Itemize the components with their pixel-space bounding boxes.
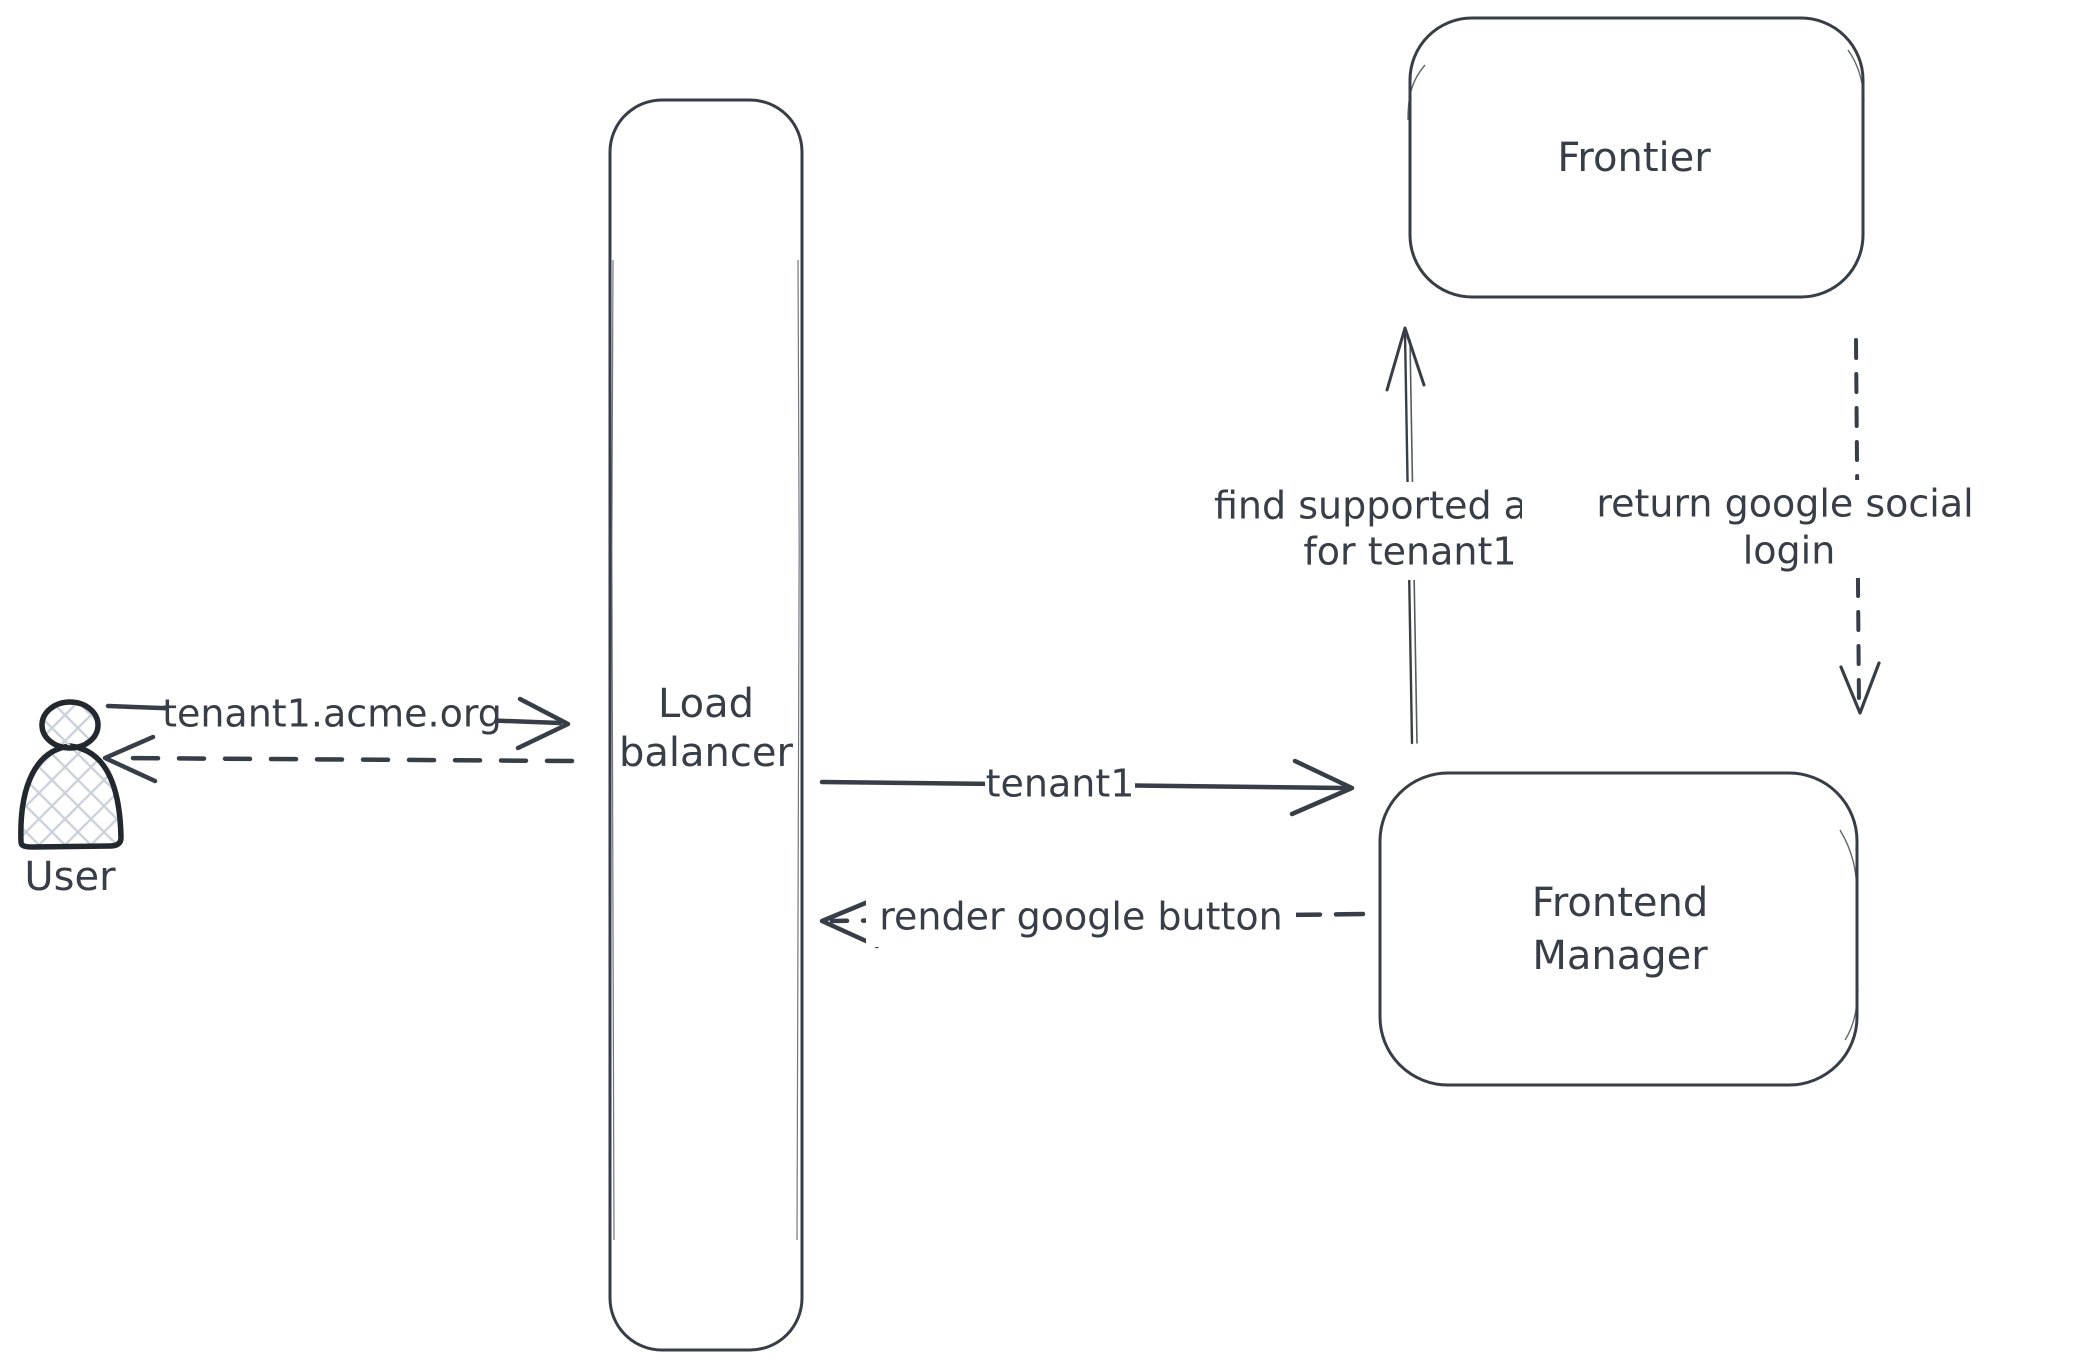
edge-fm-to-frontier-arrowhead-icon	[1385, 326, 1426, 392]
node-load-balancer[interactable]: Load balancer	[608, 98, 804, 1352]
edge-frontier-to-fm-label-line2: login	[1743, 529, 1836, 573]
edge-lb-to-fm-arrowhead-icon	[1289, 758, 1355, 817]
edge-fm-to-lb-arrowhead-icon	[819, 894, 883, 949]
edge-user-to-lb-label-bg	[166, 686, 498, 744]
user-head-icon	[39, 699, 101, 751]
frontend-manager-label-line1: Frontend	[1532, 880, 1709, 926]
edge-frontend-manager-to-load-balancer[interactable]: render google button	[819, 889, 1366, 949]
edge-frontier-to-fm-label-bg	[1522, 480, 2048, 578]
frontend-manager-sketch-stroke	[1844, 989, 1859, 1041]
edge-lb-to-user-arrowhead-icon	[102, 734, 158, 784]
edge-load-balancer-to-frontend-manager[interactable]: tenant1	[819, 757, 1355, 817]
edge-fm-to-lb-label-bg	[866, 889, 1296, 947]
frontier-label: Frontier	[1557, 135, 1711, 181]
edge-lb-to-fm-label: tenant1	[986, 762, 1135, 806]
edge-lb-to-user-line	[115, 755, 575, 764]
edge-lb-to-fm-label-bg	[985, 757, 1135, 812]
frontier-sketch-stroke	[1847, 49, 1865, 101]
frontier-box	[1408, 16, 1865, 299]
edge-frontier-to-fm-arrowhead-icon	[1839, 661, 1881, 715]
edge-frontier-to-fm-label-line1: return google social	[1596, 482, 1973, 526]
edge-user-to-lb-arrowhead-icon	[515, 696, 571, 751]
edge-load-balancer-to-user[interactable]	[102, 734, 575, 784]
edge-frontier-to-frontend-manager[interactable]: return google social login	[1522, 338, 2048, 715]
frontend-manager-label-line2: Manager	[1532, 933, 1708, 979]
node-frontend-manager[interactable]: Frontend Manager	[1378, 771, 1859, 1087]
user-body-icon	[18, 743, 124, 850]
node-frontier[interactable]: Frontier	[1407, 16, 1865, 299]
node-user[interactable]: User	[18, 699, 124, 900]
frontend-manager-sketch-stroke	[1839, 829, 1858, 896]
edge-fm-to-frontier-label-line2: for tenant1	[1303, 530, 1516, 574]
edge-user-to-load-balancer[interactable]: tenant1.acme.org	[105, 686, 571, 751]
user-label: User	[24, 854, 116, 900]
load-balancer-label-line1: Load	[658, 681, 754, 727]
load-balancer-box	[608, 98, 804, 1352]
frontend-manager-box	[1378, 771, 1859, 1087]
load-balancer-label-line2: balancer	[619, 730, 793, 776]
edge-user-to-lb-label: tenant1.acme.org	[162, 692, 502, 736]
edge-fm-to-lb-label: render google button	[879, 895, 1283, 939]
frontier-sketch-stroke	[1407, 64, 1426, 121]
